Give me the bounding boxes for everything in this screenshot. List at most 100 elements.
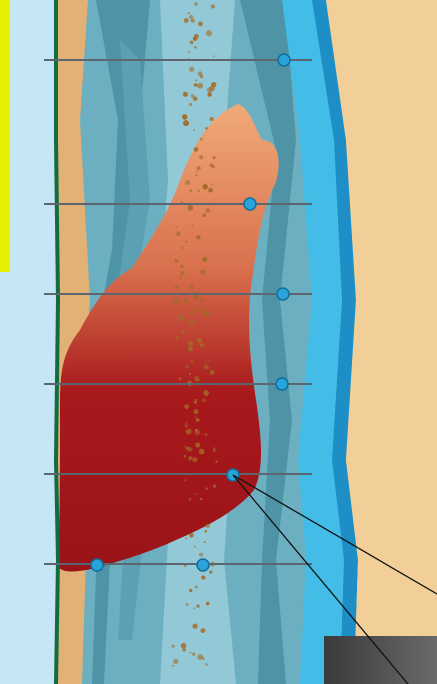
gravel-particle bbox=[202, 184, 208, 190]
gravel-particle bbox=[186, 365, 189, 368]
gravel-particle bbox=[205, 663, 208, 666]
gravel-particle bbox=[184, 18, 189, 23]
gravel-particle bbox=[204, 364, 209, 369]
gravel-particle bbox=[194, 147, 199, 152]
gravel-particle bbox=[213, 156, 216, 159]
gravel-particle bbox=[213, 55, 215, 57]
gravel-particle bbox=[210, 370, 215, 375]
gravel-particle bbox=[198, 190, 200, 192]
sample-point[interactable] bbox=[244, 198, 256, 210]
sample-point[interactable] bbox=[277, 288, 289, 300]
gravel-particle bbox=[185, 180, 190, 185]
gravel-particle bbox=[192, 653, 195, 656]
sample-point[interactable] bbox=[278, 54, 290, 66]
gravel-particle bbox=[199, 449, 205, 455]
gravel-particle bbox=[195, 585, 198, 588]
gravel-particle bbox=[197, 308, 200, 311]
gravel-particle bbox=[206, 30, 212, 36]
gravel-particle bbox=[202, 257, 207, 262]
gravel-particle bbox=[172, 665, 174, 667]
gravel-particle bbox=[188, 341, 194, 347]
gravel-particle bbox=[202, 399, 206, 403]
gravel-particle bbox=[205, 530, 208, 533]
gravel-particle bbox=[191, 19, 195, 23]
gravel-particle bbox=[179, 377, 182, 380]
gravel-particle bbox=[201, 575, 205, 579]
gravel-particle bbox=[197, 83, 203, 89]
gravel-particle bbox=[173, 659, 178, 664]
gravel-particle bbox=[213, 485, 216, 488]
gravel-particle bbox=[188, 326, 190, 328]
gravel-particle bbox=[189, 103, 192, 106]
gravel-particle bbox=[181, 246, 184, 249]
gravel-particle bbox=[184, 455, 187, 458]
gravel-particle bbox=[197, 338, 202, 343]
sample-point[interactable] bbox=[276, 378, 288, 390]
gravel-particle bbox=[183, 92, 188, 97]
gravel-particle bbox=[194, 376, 199, 381]
gravel-particle bbox=[189, 498, 191, 500]
gravel-particle bbox=[189, 589, 192, 592]
gravel-particle bbox=[211, 184, 213, 186]
gravel-particle bbox=[209, 360, 211, 362]
gravel-particle bbox=[195, 443, 200, 448]
gravel-particle bbox=[182, 114, 187, 119]
gravel-particle bbox=[185, 537, 187, 539]
gravel-particle bbox=[194, 83, 198, 87]
gravel-particle bbox=[195, 174, 197, 176]
gravel-particle bbox=[189, 373, 191, 375]
gravel-particle bbox=[193, 607, 195, 609]
gravel-particle bbox=[181, 643, 187, 649]
gravel-particle bbox=[206, 602, 209, 605]
gravel-particle bbox=[195, 79, 197, 81]
gravel-particle bbox=[197, 166, 201, 170]
gravel-particle bbox=[184, 446, 186, 448]
gravel-particle bbox=[187, 205, 193, 211]
gravel-particle bbox=[207, 92, 211, 96]
gravel-particle bbox=[207, 87, 213, 93]
sample-point[interactable] bbox=[197, 559, 209, 571]
gravel-particle bbox=[190, 652, 192, 654]
gravel-particle bbox=[200, 299, 204, 303]
gravel-particle bbox=[187, 447, 192, 452]
gravel-particle bbox=[189, 533, 194, 538]
gravel-particle bbox=[193, 409, 198, 414]
gravel-particle bbox=[192, 624, 197, 629]
gravel-particle bbox=[190, 41, 194, 45]
gravel-particle bbox=[180, 265, 183, 268]
gravel-particle bbox=[192, 457, 197, 462]
gravel-particle bbox=[210, 117, 214, 121]
gravel-particle bbox=[200, 498, 203, 501]
gravel-particle bbox=[200, 343, 204, 347]
gravel-particle bbox=[180, 316, 185, 321]
sample-point[interactable] bbox=[91, 559, 103, 571]
gravel-particle bbox=[193, 334, 195, 336]
gravel-particle bbox=[175, 259, 179, 263]
gravel-particle bbox=[189, 67, 194, 72]
yellow-side-panel bbox=[0, 0, 10, 272]
gravel-particle bbox=[212, 165, 215, 168]
gravel-particle bbox=[196, 171, 198, 173]
gravel-particle bbox=[205, 524, 210, 529]
gravel-particle bbox=[181, 201, 183, 203]
gravel-particle bbox=[200, 270, 205, 275]
gravel-particle bbox=[195, 399, 197, 401]
gravel-particle bbox=[189, 15, 193, 19]
gravel-particle bbox=[185, 241, 187, 243]
gravel-particle bbox=[205, 487, 208, 490]
gravel-particle bbox=[202, 657, 205, 660]
gravel-particle bbox=[193, 129, 195, 131]
gravel-particle bbox=[203, 390, 209, 396]
gravel-particle bbox=[184, 479, 186, 481]
gravel-particle bbox=[176, 337, 179, 340]
gravel-particle bbox=[198, 22, 203, 27]
gravel-particle bbox=[200, 628, 205, 633]
gravel-particle bbox=[198, 71, 203, 76]
gravel-particle bbox=[199, 553, 203, 557]
gravel-particle bbox=[204, 541, 206, 543]
gravel-particle bbox=[196, 418, 200, 422]
gravel-particle bbox=[215, 460, 217, 462]
gravel-particle bbox=[183, 120, 189, 126]
inset-panel[interactable] bbox=[324, 636, 437, 684]
